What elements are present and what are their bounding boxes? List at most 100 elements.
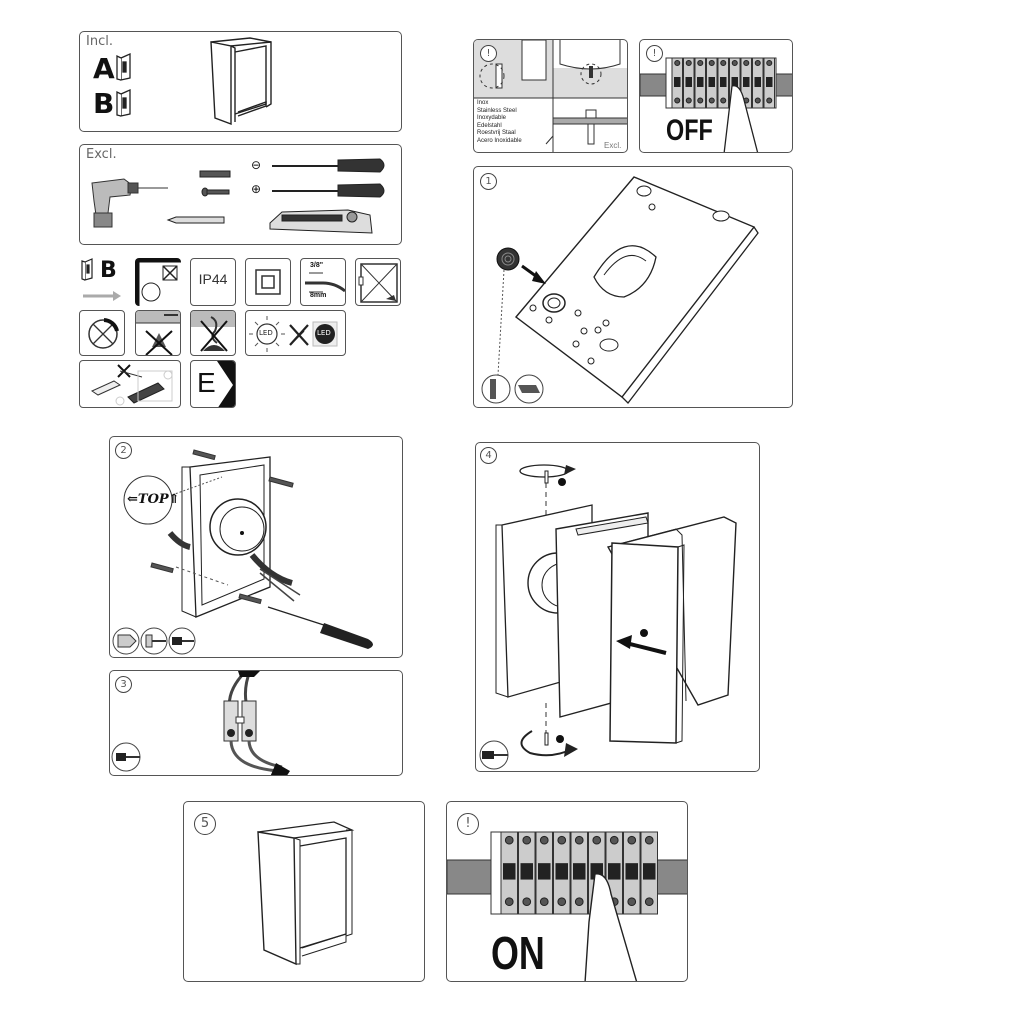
terminal-screw [731,59,738,67]
breaker-switch [520,863,533,880]
mounting-plate-drawing [481,176,759,404]
breaker-switch [766,77,773,87]
terminal-screw [609,835,619,845]
excluded-panel: Excl. ⊖ ⊕ [79,144,402,245]
step-number-badge: 5 [194,813,216,835]
step-2-panel: 2 ⇐TOP⇑ [109,436,403,658]
energy-class-icon: E [190,360,236,408]
material-item: Inoxydable [477,115,507,122]
terminal-screw [522,835,532,845]
terminal-screw [504,835,514,845]
step-5-panel: 5 [183,801,425,982]
ip-rating-icon: IP44 [190,258,236,306]
step-number-badge: 4 [480,447,497,464]
terminal-screw [708,97,715,104]
drill-icon [91,178,168,228]
terminal-screw [644,835,654,845]
wire-connector-drawing [111,671,290,775]
material-item: Edelstahl [477,122,502,129]
terminal-screw [574,835,584,845]
phillips-screwdriver-icon [272,183,385,198]
breaker-switch [685,77,692,87]
excluded-label: Excl. [86,147,117,162]
terminal-screw [708,59,715,67]
terminal-screw [685,97,692,104]
breaker-switch [697,77,704,87]
terminal-screw [504,897,514,907]
cover-assembly-drawing [479,464,737,770]
stainless-steel-note-panel: ! Inox Stainless Steel Inoxydable Edelst… [473,39,628,153]
terminal-screw [627,897,637,907]
warning-step-badge: ! [646,45,663,62]
step-number-badge: 3 [115,676,132,693]
terminal-screw [754,97,761,104]
breaker-switch [555,863,568,880]
installed-lamp-drawing [257,821,355,966]
included-drawings [116,37,272,126]
manual-booklet-icon [116,52,131,81]
step-4-panel: 4 [475,442,760,772]
wall-plug-icon [199,170,231,178]
breaker-switch [643,863,656,880]
terminal-screw [627,835,637,845]
terminal-screw [766,59,773,67]
manual-b-letter-small: B [100,258,117,283]
material-item: Inox [477,100,489,106]
terminal-screw [574,897,584,907]
pencil-icon [166,216,225,224]
step-3-panel: 3 [109,670,403,776]
double-insulation-icon [245,258,291,306]
strip-length-mm: 8mm [310,292,327,299]
breaker-switch [743,77,750,87]
manual-booklet-icon [116,88,131,117]
warning-step-badge: ! [480,45,497,62]
led-not-replaceable-icon: LED LED [245,310,346,356]
terminal-screw [539,897,549,907]
mounting-drawing [112,449,373,655]
terminal-screw [557,835,567,845]
excluded-small-label: Excl. [604,141,622,150]
included-panel: Incl. A B [79,31,402,132]
led-label-light: LED [259,329,273,337]
terminal-screw [743,59,750,67]
strip-length-inch: 3/8" [310,262,324,269]
terminal-screw [685,59,692,67]
manual-a-letter: A [93,52,115,85]
breaker-panel-drawing [447,831,687,981]
flat-screwdriver-icon [272,158,385,173]
min-distance-icon [135,258,181,306]
power-on-panel: ! ON [446,801,688,982]
terminal-screw [592,835,602,845]
energy-class-letter: E [197,367,216,398]
wire-strip-length-icon: 3/8" 8mm [300,258,346,306]
screw-icon [201,187,230,197]
terminal-screw [539,835,549,845]
terminal-screw [674,59,681,67]
led-label-dark: LED [317,329,331,337]
step-1-panel: 1 [473,166,793,408]
breaker-panel-drawing [640,57,792,152]
material-item: Acero Inoxidable [477,137,522,144]
terminal-screw [697,97,704,104]
terminal-screw [697,59,704,67]
no-dimmer-icon [79,310,125,356]
no-covered-insulation-icon [190,310,236,356]
terminal-screw [522,897,532,907]
terminal-screw [674,97,681,104]
terminal-screw [720,59,727,67]
material-item: Roestvrij Staal [477,130,516,137]
flat-symbol: ⊖ [251,158,262,172]
breaker-switch [731,77,738,87]
no-plug-connection-icon [355,258,401,306]
external-driver-icon [79,360,181,408]
wall-lamp-product-drawing [210,37,272,126]
breaker-switch [503,863,516,880]
breaker-switch [625,863,638,880]
terminal-screw [557,897,567,907]
breaker-switch [708,77,715,87]
no-ceiling-mount-icon [135,310,181,356]
included-label: Incl. [86,34,113,49]
top-orientation-label: ⇐TOP⇑ [127,492,180,507]
materials-list: Inox Stainless Steel Inoxydable Edelstah… [477,100,522,146]
terminal-screw [644,897,654,907]
